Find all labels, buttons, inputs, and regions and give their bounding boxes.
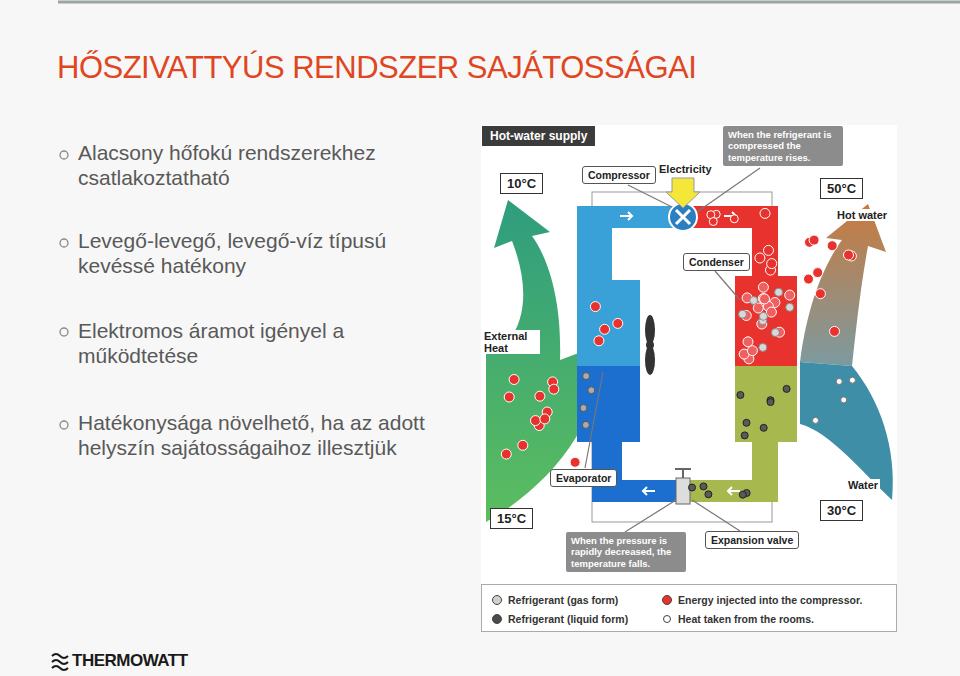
label-text: Levegő-levegő, levegő-víz típusú kevéssé…: [78, 228, 418, 278]
tag-box: Condenser: [683, 253, 750, 271]
legend-text: Energy injected into the compressor.: [678, 594, 862, 606]
legend-swatch: [492, 614, 502, 624]
label-text: External Heat: [484, 330, 538, 354]
bullet-label: Levegő-levegő, levegő-víz típusú kevéssé…: [78, 228, 418, 278]
bullet-markers: [60, 151, 68, 429]
node-text: 10°C: [507, 176, 536, 191]
label-text: Water: [848, 479, 878, 491]
temp-box: 10°C: [500, 173, 543, 194]
dark-box: Hot-water supply: [482, 126, 595, 146]
legend-box: Refrigerant (gas form) Energy injected in…: [481, 584, 897, 632]
callout-box: When the pressure is rapidly decreased, …: [566, 532, 686, 572]
legend-text: Refrigerant (liquid form): [508, 613, 628, 625]
label-text: THERMOWATT: [72, 651, 188, 671]
node-text: Evaporator: [556, 472, 611, 484]
electricity-bolt: [666, 178, 700, 208]
legend-swatch: [662, 595, 672, 605]
temp-box: 50°C: [820, 178, 863, 199]
bullet-label: Elektromos áramot igényel a működtetése: [78, 318, 418, 368]
node-text: Condenser: [689, 256, 744, 268]
label-text: Hot water: [837, 209, 887, 221]
logo-label: THERMOWATT: [72, 651, 188, 671]
slide-title: HŐSZIVATTYÚS RENDSZER SAJÁTOSSÁGAI: [57, 50, 696, 86]
tag-box: Expansion valve: [705, 531, 799, 549]
node-text: 30°C: [827, 503, 856, 518]
label-text: Alacsony hőfokú rendszerekhez csatlakozt…: [78, 140, 408, 190]
node-text: 50°C: [827, 181, 856, 196]
small-label: Electricity: [657, 163, 714, 175]
legend-text: Refrigerant (gas form): [508, 594, 618, 606]
bullet-label: Alacsony hőfokú rendszerekhez csatlakozt…: [78, 140, 408, 190]
title-text: HŐSZIVATTYÚS RENDSZER SAJÁTOSSÁGAI: [57, 50, 696, 86]
label-text: Elektromos áramot igényel a működtetése: [78, 318, 418, 368]
small-label: Hot water: [835, 209, 889, 221]
fan-icon: [645, 315, 655, 375]
node-text: When the pressure is rapidly decreased, …: [571, 535, 681, 569]
label-text: Hatékonysága növelhető, ha az adott hely…: [78, 410, 473, 460]
tag-box: Evaporator: [550, 469, 617, 487]
small-label: External Heat: [482, 330, 540, 354]
node-text: Expansion valve: [711, 534, 793, 546]
temp-box: 30°C: [820, 500, 863, 521]
callout-box: When the refrigerant is compressed the t…: [723, 126, 843, 166]
node-text: 15°C: [497, 511, 526, 526]
water-arrow: [800, 362, 893, 500]
legend-swatch: [492, 595, 502, 605]
legend-swatch: [663, 615, 671, 623]
bullet-label: Hatékonysága növelhető, ha az adott hely…: [78, 410, 473, 460]
refrigerant-loop: [577, 203, 797, 504]
legend-text: Heat taken from the rooms.: [678, 613, 814, 625]
node-text: Compressor: [588, 169, 650, 181]
tag-box: Compressor: [582, 166, 656, 184]
node-text: Hot-water supply: [490, 129, 587, 143]
refrigerant-dots: [501, 208, 856, 498]
temp-box: 15°C: [490, 508, 533, 529]
label-text: Electricity: [659, 163, 712, 175]
node-text: When the refrigerant is compressed the t…: [728, 129, 838, 163]
diagram-panel: [481, 125, 897, 632]
thermowatt-waves: [52, 654, 68, 670]
small-label: Water: [846, 479, 880, 491]
hot-water-arrow: [800, 204, 886, 366]
